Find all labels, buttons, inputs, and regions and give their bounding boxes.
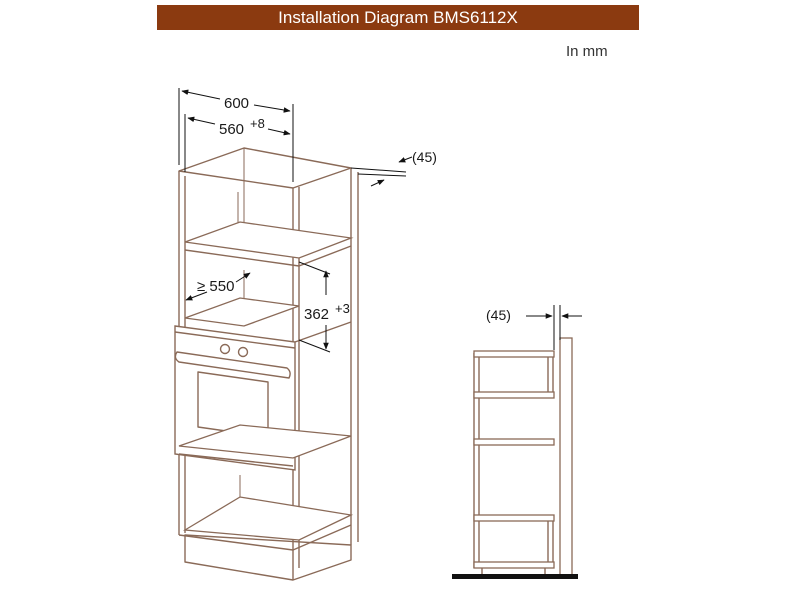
side-shelf-3 bbox=[473, 438, 555, 446]
upper-shelf-side bbox=[298, 245, 352, 267]
bottom-side-rail bbox=[292, 524, 352, 551]
oven-knob-left-icon bbox=[219, 343, 231, 355]
dim-560-arrow-right bbox=[267, 128, 291, 136]
floor-line bbox=[452, 574, 578, 579]
dim-560-arrow-left bbox=[187, 116, 216, 125]
dim-600-arrow-left bbox=[181, 89, 221, 100]
oven-knob-right-icon bbox=[237, 346, 249, 358]
dim-depth-arrow-left bbox=[185, 291, 208, 301]
dim-45-arrow-bottom bbox=[370, 179, 385, 187]
oven-top-side bbox=[294, 321, 352, 343]
rear-wall bbox=[559, 337, 573, 576]
bottom-front-rail bbox=[178, 534, 294, 551]
lower-shelf bbox=[178, 424, 352, 459]
title-bar: Installation Diagram BMS6112X bbox=[157, 5, 639, 30]
label-560-tolerance: +8 bbox=[250, 116, 265, 131]
side-shelf-top bbox=[473, 350, 555, 358]
oven-control-panel-line bbox=[174, 331, 296, 349]
label-560: 560 bbox=[219, 121, 244, 138]
side-shelf-bottom bbox=[473, 561, 555, 569]
cabinet-plinth bbox=[184, 534, 352, 581]
diagram-title: Installation Diagram BMS6112X bbox=[278, 7, 518, 27]
dim-depth-arrow-right bbox=[235, 272, 251, 283]
dim-45-arrow-top bbox=[398, 156, 413, 163]
label-362-tolerance: +3 bbox=[335, 301, 350, 316]
side-shelf-4 bbox=[473, 514, 555, 522]
dimension-lines bbox=[178, 88, 413, 353]
label-362: 362 bbox=[304, 306, 329, 323]
upper-shelf bbox=[184, 221, 354, 259]
dim-600-arrow-right bbox=[253, 104, 291, 113]
niche-floor bbox=[184, 297, 300, 327]
units-note: In mm bbox=[566, 43, 608, 60]
dim-45-ext-1 bbox=[350, 167, 407, 173]
dim-362-ext-bottom bbox=[298, 339, 331, 353]
side-shelf-2 bbox=[473, 391, 555, 399]
tall-cabinet bbox=[174, 147, 359, 581]
lower-shelf-front bbox=[178, 453, 294, 467]
dim-45-ext-2 bbox=[357, 173, 407, 177]
bottom-floor bbox=[182, 496, 354, 541]
label-600: 600 bbox=[224, 95, 249, 112]
cabinet-top-panel bbox=[178, 147, 352, 189]
upper-shelf-front bbox=[184, 249, 300, 267]
label-rear-gap: (45) bbox=[412, 149, 437, 165]
side-elevation bbox=[452, 305, 582, 579]
dim-362-ext-top bbox=[298, 261, 331, 275]
label-depth: ≥ 550 bbox=[197, 278, 234, 295]
label-side-rear-gap: (45) bbox=[486, 307, 511, 323]
oven-handle bbox=[174, 351, 291, 379]
